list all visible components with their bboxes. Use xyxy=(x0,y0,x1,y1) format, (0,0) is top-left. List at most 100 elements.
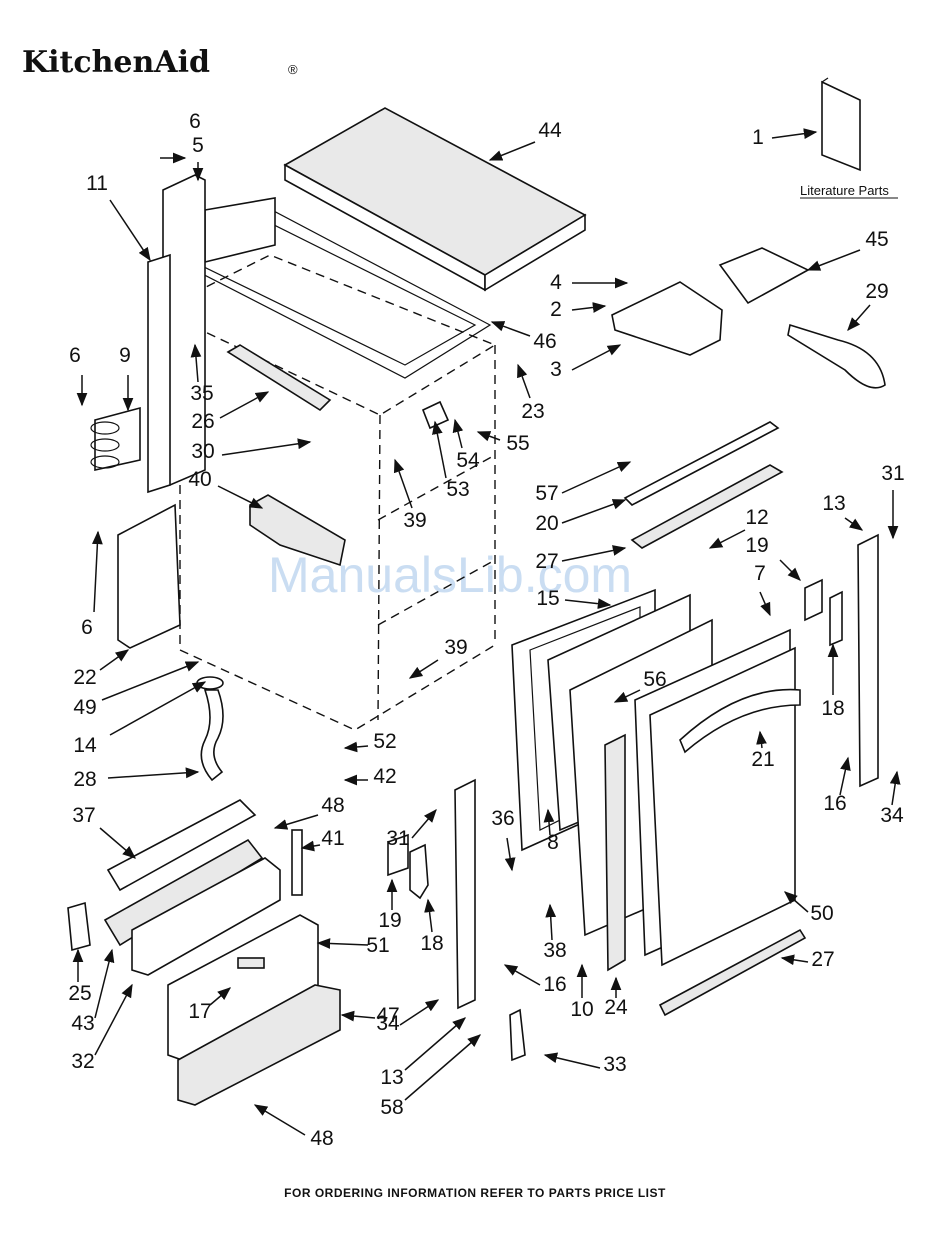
callout-30: 30 xyxy=(191,440,310,463)
callout-31: 31 xyxy=(881,462,904,538)
callout-leader xyxy=(848,305,870,330)
callout-51: 51 xyxy=(318,934,390,957)
callout-number: 18 xyxy=(821,697,844,720)
callout-leader xyxy=(318,943,368,945)
callout-leader xyxy=(220,392,268,418)
callout-34: 34 xyxy=(880,772,904,827)
callout-28: 28 xyxy=(73,768,198,791)
callout-16: 16 xyxy=(505,965,567,996)
callout-number: 4 xyxy=(550,271,562,294)
callout-leader xyxy=(405,1018,465,1070)
callout-leader xyxy=(342,1015,375,1018)
callout-number: 6 xyxy=(81,616,93,639)
callout-leader xyxy=(545,1055,600,1068)
part-rear-panel xyxy=(118,505,180,648)
callout-number: 8 xyxy=(547,831,559,854)
callout-2: 2 xyxy=(550,298,605,321)
callout-leader xyxy=(95,950,112,1018)
callout-number: 31 xyxy=(386,827,409,850)
callout-number: 17 xyxy=(188,1000,211,1023)
part-door-top-bracket xyxy=(625,422,778,505)
callout-number: 53 xyxy=(446,478,469,501)
callout-leader xyxy=(345,746,368,748)
callout-number: 16 xyxy=(543,973,566,996)
callout-leader xyxy=(550,905,552,940)
callout-27: 27 xyxy=(782,948,835,971)
callout-number: 10 xyxy=(570,998,593,1021)
part-drain-strip xyxy=(228,345,330,410)
callout-41: 41 xyxy=(302,827,345,850)
callout-6: 6 xyxy=(69,344,82,405)
part-ice-chute xyxy=(612,282,722,355)
callout-number: 12 xyxy=(745,506,768,529)
callout-leader xyxy=(428,900,432,932)
callout-number: 30 xyxy=(191,440,214,463)
callout-leader xyxy=(255,1105,305,1135)
callout-16: 16 xyxy=(823,758,848,815)
part-small-bracket xyxy=(292,830,302,895)
callout-number: 50 xyxy=(810,902,833,925)
callout-leader xyxy=(455,420,462,448)
callout-number: 48 xyxy=(321,794,344,817)
callout-number: 19 xyxy=(745,534,768,557)
callout-number: 57 xyxy=(535,482,558,505)
callout-number: 58 xyxy=(380,1096,403,1119)
callout-6: 6 xyxy=(81,532,98,639)
callout-44: 44 xyxy=(490,119,562,160)
part-door-trim xyxy=(605,735,625,970)
callout-number: 41 xyxy=(321,827,344,850)
callout-number: 5 xyxy=(192,134,204,157)
callout-number: 24 xyxy=(604,996,628,1019)
callout-leader xyxy=(845,518,862,530)
callout-33: 33 xyxy=(545,1053,627,1076)
callout-19: 19 xyxy=(378,880,401,932)
brand-logo: KitchenAid ® xyxy=(22,45,298,80)
callout-number: 32 xyxy=(71,1050,94,1073)
callout-24: 24 xyxy=(604,978,628,1019)
callout-54: 54 xyxy=(455,420,480,472)
callout-number: 35 xyxy=(190,382,213,405)
callout-number: 40 xyxy=(188,468,211,491)
callout-1: 1 xyxy=(752,126,816,149)
callout-number: 43 xyxy=(71,1012,94,1035)
callout-number: 20 xyxy=(535,512,558,535)
callout-45: 45 xyxy=(808,228,889,270)
callout-3: 3 xyxy=(550,345,620,381)
callout-number: 39 xyxy=(444,636,467,659)
callout-leader xyxy=(492,322,530,336)
callout-number: 33 xyxy=(603,1053,626,1076)
callout-number: 6 xyxy=(69,344,81,367)
callout-48: 48 xyxy=(275,794,345,828)
callout-number: 27 xyxy=(811,948,834,971)
callout-number: 49 xyxy=(73,696,96,719)
callout-52: 52 xyxy=(345,730,397,753)
callout-leader xyxy=(435,422,446,478)
callout-number: 11 xyxy=(86,172,108,195)
callout-leader xyxy=(222,442,310,455)
brand-logo-text: KitchenAid xyxy=(22,45,210,80)
callout-4: 4 xyxy=(550,271,627,294)
callout-29: 29 xyxy=(848,280,889,330)
callout-9: 9 xyxy=(119,344,131,410)
callout-number: 15 xyxy=(536,587,559,610)
callout-leader xyxy=(772,132,816,138)
callout-number: 1 xyxy=(752,126,764,149)
callout-leader xyxy=(94,532,98,612)
callout-42: 42 xyxy=(345,765,397,788)
callout-number: 34 xyxy=(880,804,904,827)
callout-leader xyxy=(400,1000,438,1025)
callout-number: 18 xyxy=(420,932,443,955)
callout-leader xyxy=(275,815,318,828)
callout-leader xyxy=(505,965,540,985)
callout-48: 48 xyxy=(255,1105,334,1150)
callout-number: 52 xyxy=(373,730,396,753)
callout-number: 46 xyxy=(533,330,556,353)
callout-leader xyxy=(840,758,848,795)
callout-57: 57 xyxy=(535,462,630,505)
part-hinge-rail-left xyxy=(455,780,475,1008)
callout-number: 51 xyxy=(366,934,389,957)
part-ice-scoop xyxy=(788,325,885,388)
callout-leader xyxy=(782,958,808,962)
callout-leader xyxy=(572,306,605,310)
part-sheet xyxy=(720,248,808,303)
